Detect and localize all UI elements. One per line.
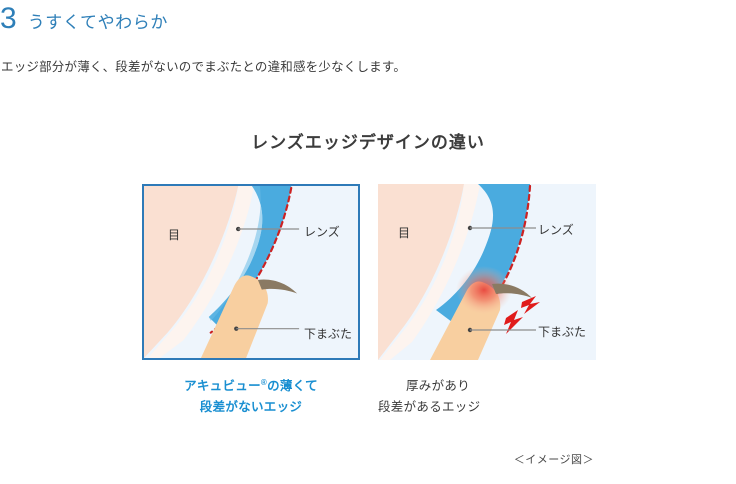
label-lens: レンズ	[304, 225, 340, 239]
section-number: 3	[0, 2, 17, 35]
caption-line: アキュビュー®の薄くて	[184, 377, 318, 393]
label-eye: 目	[398, 226, 411, 240]
label-lens: レンズ	[538, 223, 574, 237]
eyelash	[492, 283, 532, 298]
eyelash	[257, 279, 298, 294]
eye-region	[144, 186, 239, 358]
section-lead-text: エッジ部分が薄く、段差がないのでまぶたとの違和感を少なくします。	[1, 60, 407, 74]
lower-eyelid	[200, 275, 268, 358]
eye-transition-band	[380, 184, 480, 360]
caption-thick-edge: 厚みがあり 段差があるエッジ	[378, 376, 596, 418]
thick-edge-illustration	[378, 184, 596, 360]
irritation-bolt-upper	[521, 296, 540, 314]
label-lower-lid: 下まぶた	[304, 327, 353, 341]
caption-accuvue-edge: アキュビュー®の薄くて 段差がないエッジ	[142, 376, 360, 418]
diagram-panel-thick-edge: 目 レンズ 下まぶた	[378, 184, 596, 360]
image-disclaimer-note: ＜イメージ図＞	[513, 454, 594, 466]
diagram-panel-accuvue-edge: 目 レンズ 下まぶた	[142, 184, 360, 360]
caption-line: 厚みがあり	[406, 379, 471, 393]
irritation-glow	[456, 266, 512, 314]
contact-lens	[208, 186, 292, 325]
irritation-bolt-lower	[504, 310, 523, 334]
figure-panels: 目 レンズ 下まぶた	[142, 184, 602, 362]
section-heading: 3 うすくてやわらか	[0, 2, 168, 40]
lens-taper-shade	[208, 186, 263, 321]
eye-transition-band	[147, 186, 254, 358]
label-eye: 目	[168, 228, 181, 242]
accuvue-edge-illustration	[144, 186, 358, 358]
registered-mark: ®	[260, 377, 268, 387]
caption-line: 段差があるエッジ	[378, 400, 481, 414]
label-lower-lid: 下まぶた	[538, 325, 587, 339]
section-title: うすくてやわらか	[27, 13, 168, 32]
eye-region	[378, 184, 464, 360]
caption-line: 段差がないエッジ	[199, 400, 303, 414]
figure-title: レンズエッジデザインの違い	[251, 133, 485, 152]
